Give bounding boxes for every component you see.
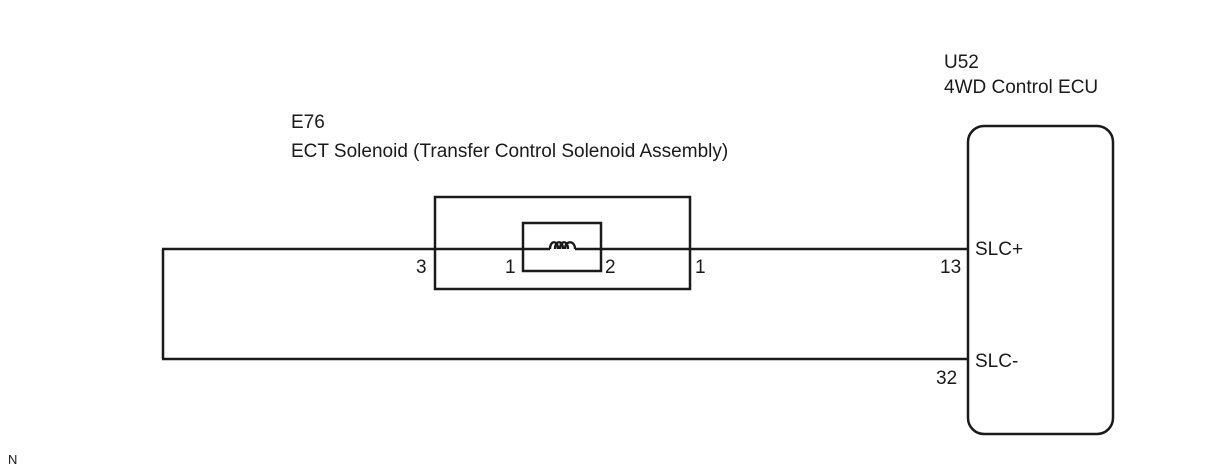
ecu-pin-number-32: 32 — [936, 368, 958, 389]
ecu-name-label: 4WD Control ECU — [944, 77, 1099, 98]
pin-label-2: 2 — [605, 257, 616, 278]
footer-mark: N — [8, 452, 18, 467]
solenoid-code-label: E76 — [291, 112, 325, 133]
ecu-code-label: U52 — [944, 52, 979, 73]
pin-label-3: 3 — [416, 257, 427, 278]
ecu-pin-signal-slc-minus: SLC- — [975, 351, 1019, 372]
ecu-pin-signal-slc-plus: SLC+ — [975, 239, 1024, 260]
pin-label-1-inner: 1 — [505, 257, 516, 278]
ecu-pin-number-13: 13 — [940, 257, 962, 278]
solenoid-name-label: ECT Solenoid (Transfer Control Solenoid … — [291, 141, 729, 162]
pin-label-1-outer: 1 — [695, 257, 706, 278]
ecu-box — [966, 124, 1115, 436]
coil-icon — [548, 241, 577, 250]
solenoid-assembly-box — [433, 195, 692, 291]
